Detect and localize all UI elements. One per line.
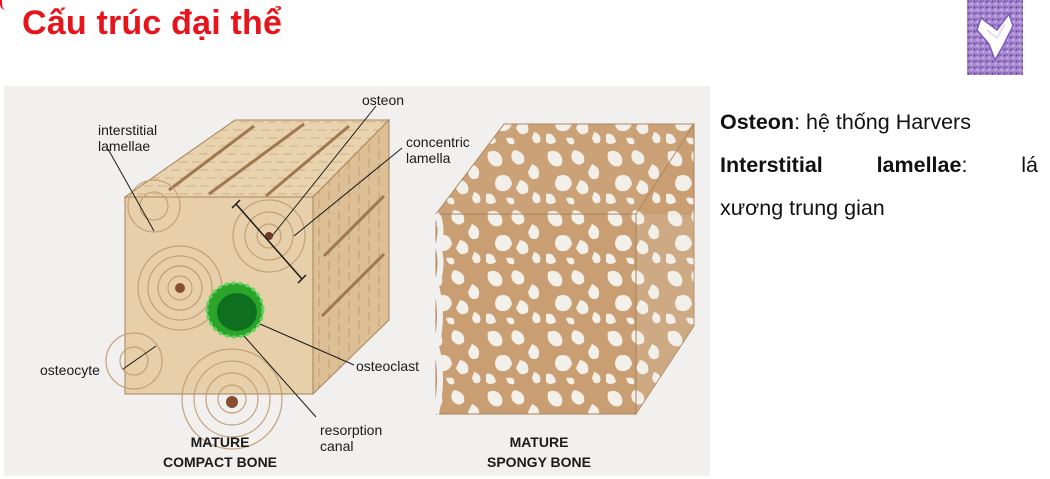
term-interstitial-lamellae: Interstitial lamellae	[720, 153, 962, 177]
slide-title: Cấu trúc đại thể	[22, 4, 283, 42]
caption-compact-bone: MATURE COMPACT BONE	[162, 434, 278, 470]
label-interstitial-lamellae: interstitial lamellae	[98, 122, 158, 154]
label-concentric-lamella: concentric lamella	[406, 134, 470, 166]
note-osteon: Osteon: hệ thống Harvers	[720, 101, 1038, 144]
desc-osteon: : hệ thống Harvers	[794, 110, 971, 134]
term-osteon: Osteon	[720, 110, 795, 134]
notes-panel: Osteon: hệ thống Harvers Interstitial la…	[720, 101, 1038, 230]
bone-illustration	[105, 105, 695, 450]
caption-spongy-bone: MATURE SPONGY BONE	[487, 434, 591, 470]
label-resorption-canal: resorption canal	[320, 422, 383, 454]
note-interstitial-cont: xương trung gian	[720, 187, 1038, 230]
desc-interstitial-2: xương trung gian	[720, 196, 885, 220]
label-osteoclast: osteoclast	[356, 358, 420, 374]
label-osteon: osteon	[362, 92, 405, 108]
note-interstitial: Interstitial lamellae: lá	[720, 144, 1038, 187]
bone-structure-figure: osteon interstitial lamellae concentric …	[4, 86, 710, 476]
desc-interstitial-1: : lá	[961, 153, 1038, 177]
label-osteocyte: osteocyte	[40, 362, 100, 378]
histology-thumbnail	[967, 0, 1023, 75]
corner-accent	[0, 0, 8, 10]
